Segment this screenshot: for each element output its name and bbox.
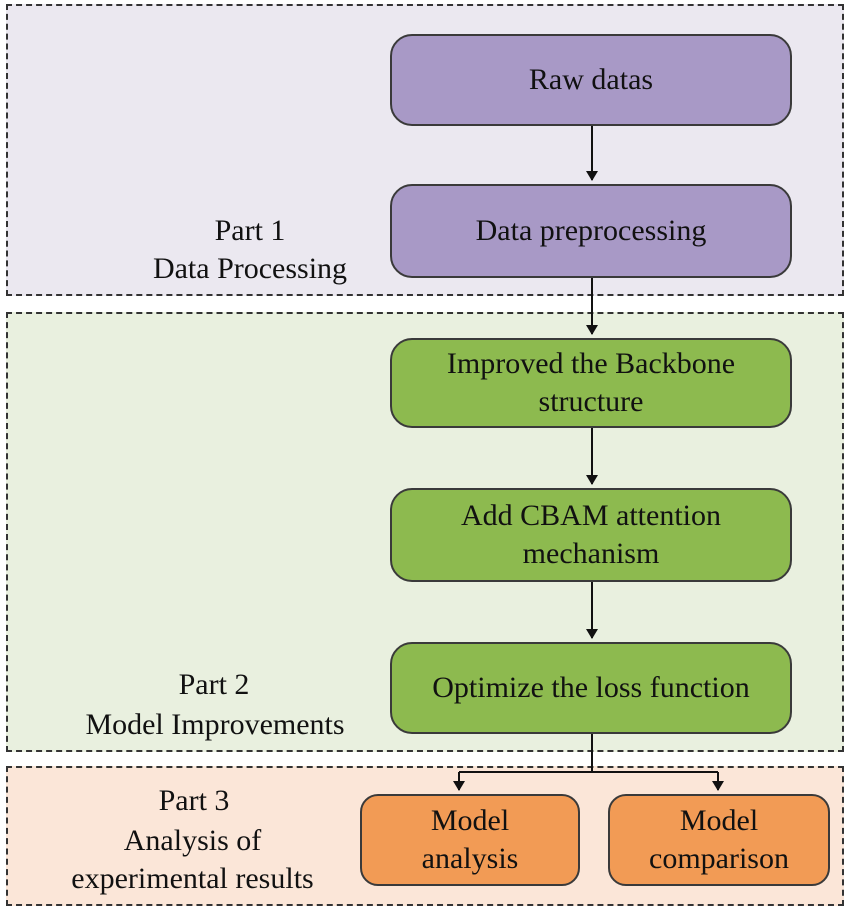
node-backbone: Improved the Backbone structure [390, 338, 792, 428]
node-model-comparison-label: Model comparison [649, 804, 789, 875]
node-model-analysis: Model analysis [360, 794, 580, 886]
part3-subtitle: Analysis of experimental results [71, 824, 314, 895]
node-loss-function: Optimize the loss function [390, 642, 792, 734]
node-cbam: Add CBAM attention mechanism [390, 488, 792, 582]
part2-title: Part 2 [178, 668, 250, 701]
node-model-comparison: Model comparison [608, 794, 830, 886]
part2-subtitle: Model Improvements [85, 708, 345, 741]
node-data-preprocessing-label: Data preprocessing [475, 214, 707, 247]
node-model-analysis-label: Model analysis [421, 804, 519, 875]
node-data-preprocessing: Data preprocessing [390, 184, 792, 278]
node-loss-function-label: Optimize the loss function [432, 671, 750, 704]
part3-title: Part 3 [158, 784, 230, 817]
node-backbone-label: Improved the Backbone structure [446, 347, 736, 418]
part1-subtitle: Data Processing [152, 252, 348, 285]
node-raw-datas: Raw datas [390, 34, 792, 126]
node-cbam-label: Add CBAM attention mechanism [461, 499, 721, 570]
part1-title: Part 1 [214, 214, 286, 247]
node-raw-datas-label: Raw datas [528, 63, 654, 96]
